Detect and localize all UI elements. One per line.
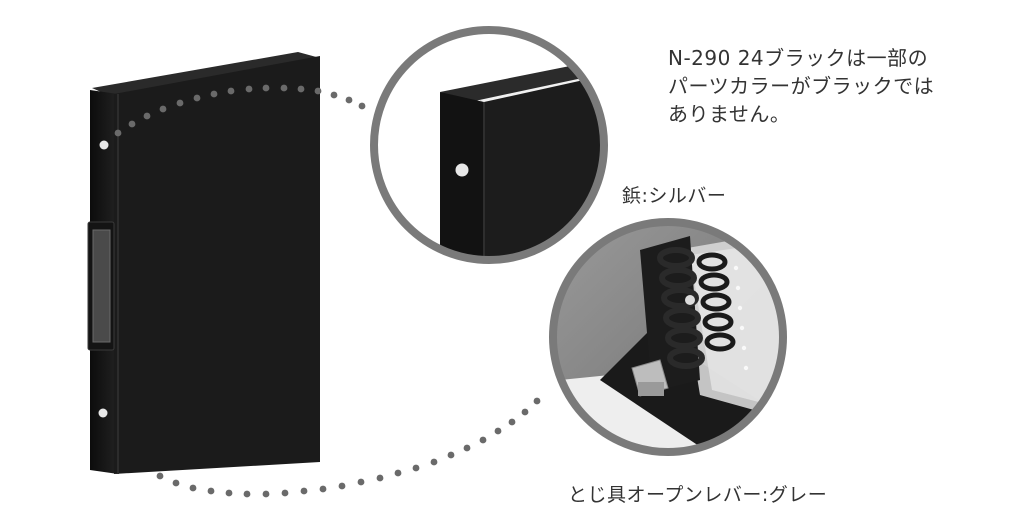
zoom-lever-detail <box>549 218 787 456</box>
note-line: N-290 24ブラックは一部の <box>668 46 929 70</box>
rivet-top <box>99 140 109 150</box>
rivet-color-label: 鋲:シルバー <box>622 185 727 207</box>
rivet-zoom <box>455 163 469 177</box>
zoom-rivet-detail <box>370 26 608 264</box>
lever-color-label: とじ具オープンレバー:グレー <box>568 484 828 506</box>
binder <box>87 52 320 474</box>
color-note: N-290 24ブラックは一部の パーツカラーがブラックでは ありません。 <box>668 44 988 128</box>
rivet-bottom <box>98 408 108 418</box>
note-line: ありません。 <box>668 102 791 126</box>
callout-dots-top <box>114 84 366 137</box>
note-line: パーツカラーがブラックでは <box>668 74 935 98</box>
callout-dots-bottom <box>156 397 541 498</box>
